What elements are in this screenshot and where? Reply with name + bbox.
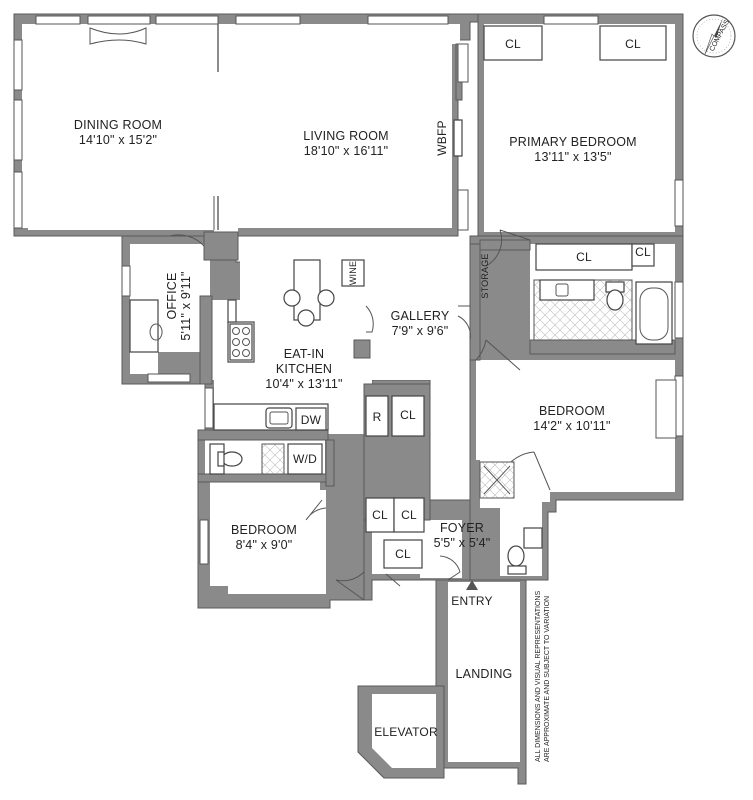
living-room-dims: 18'10" x 16'11" xyxy=(304,144,389,158)
elevator-label: ELEVATOR xyxy=(374,725,438,739)
primary-bedroom-name: PRIMARY BEDROOM xyxy=(509,135,637,149)
closet-label: CL xyxy=(576,250,592,264)
closet-label: CL xyxy=(401,508,417,522)
gallery-name: GALLERY xyxy=(391,309,450,323)
foyer-name: FOYER xyxy=(440,521,484,535)
washer-dryer-label: W/D xyxy=(293,452,317,466)
gallery-dims: 7'9" x 9'6" xyxy=(392,324,449,338)
bedroom-2-dims: 14'2" x 10'11" xyxy=(533,419,610,433)
wine-label: WINE xyxy=(348,261,358,285)
kitchen-dims: 10'4" x 13'11" xyxy=(265,377,342,391)
fixture-labels: WBFP STORAGE WINE DW W/D R CL CL CL CL C… xyxy=(293,37,651,739)
sink-icon xyxy=(265,407,293,429)
bedroom-3-dims: 8'4" x 9'0" xyxy=(236,538,293,552)
compass-icon: COMPASS xyxy=(692,14,736,58)
closet-label: CL xyxy=(372,508,388,522)
storage-label: STORAGE xyxy=(480,253,490,298)
doors xyxy=(169,196,551,601)
room-labels: DINING ROOM 14'10" x 15'2" LIVING ROOM 1… xyxy=(74,118,637,552)
dishwasher-label: DW xyxy=(301,413,322,427)
foyer-dims: 5'5" x 5'4" xyxy=(434,536,491,550)
bedroom-2-name: BEDROOM xyxy=(539,404,605,418)
closet-label: CL xyxy=(625,37,641,51)
office-name: OFFICE xyxy=(165,272,179,319)
disclaimer: ALL DIMENSIONS AND VISUAL REPRESENTATION… xyxy=(535,591,551,762)
closet-label: CL xyxy=(635,245,651,259)
toilet-icon xyxy=(507,545,527,575)
primary-bedroom-dims: 13'11" x 13'5" xyxy=(534,150,611,164)
stove-icon xyxy=(229,323,253,361)
fixtures xyxy=(129,119,673,575)
living-room-name: LIVING ROOM xyxy=(303,129,389,143)
landing-label: LANDING xyxy=(456,667,513,681)
entry-arrow-icon xyxy=(466,580,478,590)
entry-label: ENTRY xyxy=(451,594,492,608)
toilet-icon xyxy=(605,281,625,311)
wbfp-label: WBFP xyxy=(435,120,449,155)
dining-room-name: DINING ROOM xyxy=(74,118,162,132)
disclaimer-line-2: ARE APPROXIMATE AND SUBJECT TO VARIATION xyxy=(544,596,551,762)
closet-label: CL xyxy=(400,408,416,422)
kitchen-name: EAT-IN xyxy=(284,347,325,361)
kitchen-name-line2: KITCHEN xyxy=(276,362,332,376)
closets xyxy=(365,25,667,569)
disclaimer-line-1: ALL DIMENSIONS AND VISUAL REPRESENTATION… xyxy=(535,591,542,762)
bathtub-icon xyxy=(635,281,673,345)
office-dims: 5'11" x 9'11" xyxy=(179,271,193,340)
closet-label: CL xyxy=(395,547,411,561)
dining-room-dims: 14'10" x 15'2" xyxy=(79,133,157,147)
shower-icon xyxy=(479,461,515,499)
fridge-label: R xyxy=(373,410,382,424)
bedroom-3-name: BEDROOM xyxy=(231,523,297,537)
windows xyxy=(13,15,684,565)
closet-label: CL xyxy=(505,37,521,51)
toilet-icon xyxy=(217,451,243,467)
